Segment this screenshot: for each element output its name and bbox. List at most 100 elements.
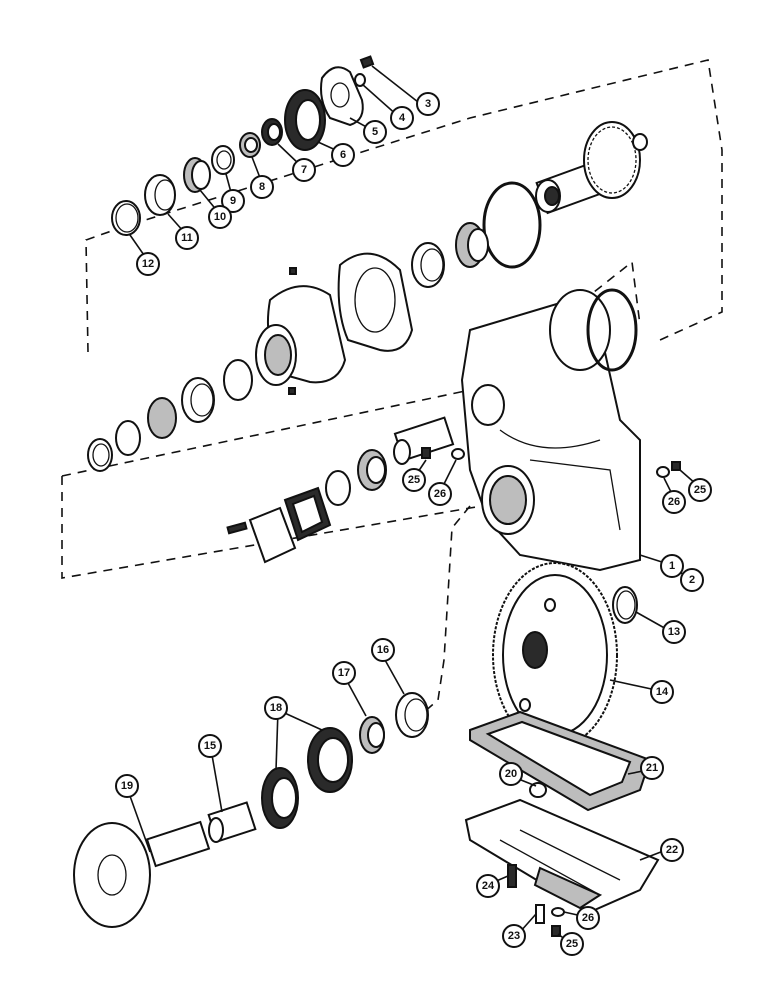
washer-part-9 [211,145,235,175]
cover-plate [248,506,297,564]
plug-part-25-housing [671,461,681,471]
snap-ring-part-12 [111,200,141,236]
callout-25-pinion: 25 [402,468,426,492]
callout-3: 3 [416,92,440,116]
o-ring-housing [586,288,638,372]
callout-7-label: 7 [301,164,307,176]
bearing-cone-upper [455,222,489,268]
callout-9-label: 9 [230,195,236,207]
callout-21: 21 [640,756,664,780]
callout-17-label: 17 [338,667,350,679]
callout-10: 10 [208,205,232,229]
callout-26-housing: 26 [662,490,686,514]
callout-18: 18 [264,696,288,720]
bearing-pinion [357,449,387,491]
callout-12-label: 12 [142,258,154,270]
callout-19-label: 19 [121,780,133,792]
plug-part-25-pinion [421,447,431,459]
callout-21-label: 21 [646,762,658,774]
snap-ring-pinion [325,470,351,506]
callout-16: 16 [371,638,395,662]
callout-26-housing-label: 26 [668,496,680,508]
callout-2-label: 2 [689,574,695,586]
callout-25-housing: 25 [688,478,712,502]
callout-24: 24 [476,874,500,898]
axle-part-19 [73,820,211,928]
bearing-cup-upper [411,242,445,288]
callout-3-label: 3 [425,98,431,110]
callout-1-label: 1 [669,560,675,572]
washer-part-26-pan [551,907,565,917]
bolt-part-24 [507,864,517,888]
cover-gasket [283,486,332,542]
pan-gasket-part-21 [469,710,652,812]
callout-23-label: 23 [508,930,520,942]
bolt-part-3 [359,55,375,69]
bull-gear-part-14 [492,562,618,748]
callout-6-label: 6 [340,149,346,161]
callout-4: 4 [390,106,414,130]
callout-7: 7 [292,158,316,182]
hub-carrier [255,267,347,395]
snap-ring-part-13 [612,586,638,624]
callout-10-label: 10 [214,211,226,223]
bearing-cup-part-11 [144,174,176,216]
flange-gasket [337,252,414,352]
callout-19: 19 [115,774,139,798]
callout-14: 14 [650,680,674,704]
callout-15-label: 15 [204,740,216,752]
final-drive-housing [460,289,641,572]
callout-26-pinion-label: 26 [434,488,446,500]
callout-1: 1 [660,554,684,578]
callout-8: 8 [250,175,274,199]
seal-part-18 [261,727,353,829]
sleeve-part-15 [207,801,257,843]
callout-22: 22 [660,838,684,862]
callout-23: 23 [502,924,526,948]
bearing-cone-part-10 [183,157,211,193]
bearing-stack-middle [87,359,253,472]
washer-part-26-housing [656,466,670,478]
plug-part-20 [529,782,547,798]
callout-12: 12 [136,252,160,276]
shim-part-6 [284,89,326,151]
callout-9: 9 [221,189,245,213]
callout-11: 11 [175,226,199,250]
plug-part-25-pan [551,925,561,937]
callout-8-label: 8 [259,181,265,193]
callout-20: 20 [499,762,523,786]
callout-17: 17 [332,661,356,685]
assembly-boundary-upper [85,59,723,353]
callout-5-label: 5 [372,126,378,138]
callout-25-housing-label: 25 [694,484,706,496]
callout-15: 15 [198,734,222,758]
callout-18-label: 18 [270,702,282,714]
assembly-boundary-lower [423,505,471,713]
callout-22-label: 22 [666,844,678,856]
callout-6: 6 [331,143,355,167]
callout-25-pan-label: 25 [566,938,578,950]
plug-part-23 [535,904,545,924]
callout-24-label: 24 [482,880,495,892]
callout-11-label: 11 [181,232,193,244]
ring-part-7 [261,118,283,146]
callout-5: 5 [363,120,387,144]
callout-4-label: 4 [399,112,406,124]
callout-25-pan: 25 [560,932,584,956]
callout-13-label: 13 [668,626,680,638]
callout-13: 13 [662,620,686,644]
cover-bolt [226,521,248,535]
callout-26-pan-label: 26 [582,912,594,924]
washer-part-26-pinion [451,448,465,460]
washer-part-4 [354,73,366,87]
bearing-cone-part-17 [359,716,385,754]
callout-26-pan: 26 [576,906,600,930]
callout-25-pinion-label: 25 [408,474,420,486]
gear-shaft [535,121,648,215]
retainer-plate-part-5 [320,66,364,127]
oil-pan-part-22 [464,798,660,914]
o-ring-upper [482,181,542,269]
callout-16-label: 16 [377,644,389,656]
callout-20-label: 20 [505,768,517,780]
